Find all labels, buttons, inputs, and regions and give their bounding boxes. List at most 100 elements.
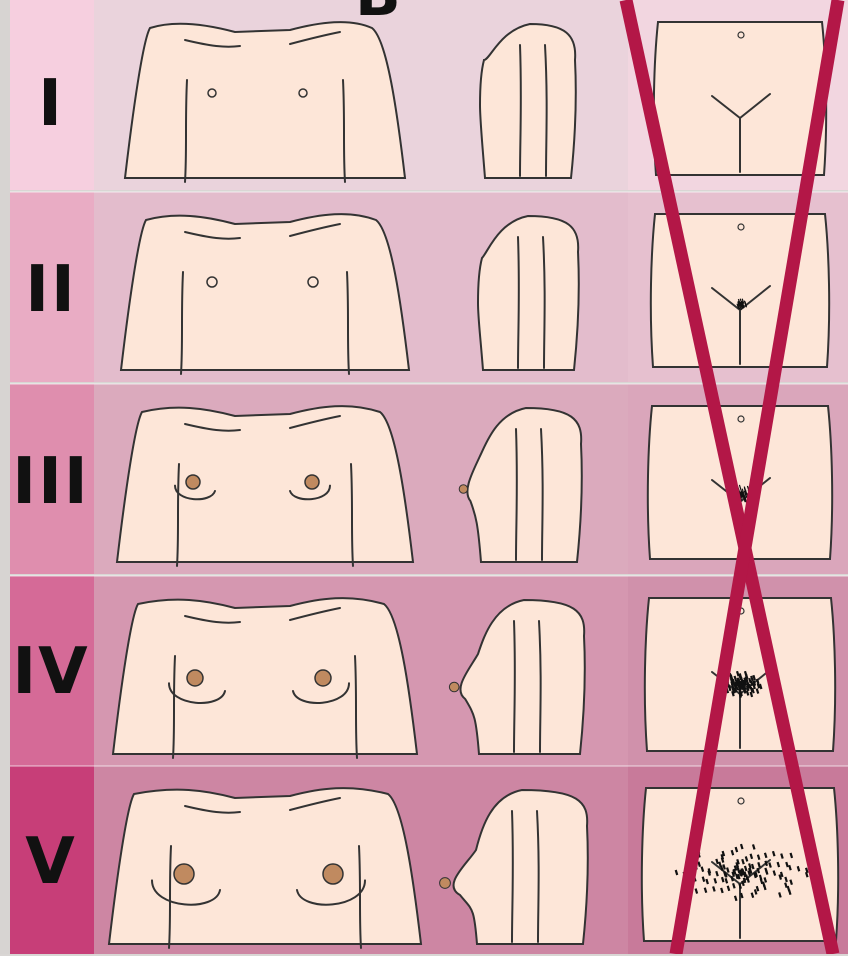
pubic-hair-stroke — [716, 871, 718, 876]
torso-body — [113, 598, 417, 754]
pubic-hair-stroke — [791, 853, 793, 858]
areola — [174, 864, 194, 884]
pubic-hair-stroke — [752, 893, 754, 898]
pubic-hair-stroke — [773, 851, 775, 856]
areola — [315, 670, 331, 686]
pubic-hair-stroke — [676, 870, 678, 875]
stage-label-1: I — [8, 10, 94, 198]
pubic-hair-stroke — [751, 854, 753, 859]
pubic-hair-stroke — [744, 688, 746, 693]
arm-line — [520, 45, 521, 176]
areola — [186, 475, 200, 489]
pubic-hair-stroke — [728, 886, 730, 891]
pubic-hair-stroke — [766, 870, 768, 875]
front-torso-drawing — [109, 788, 421, 948]
pubic-hair-stroke — [781, 854, 783, 859]
pubic-hair-stroke — [739, 884, 741, 889]
pubic-hair-stroke — [733, 688, 735, 693]
nipple — [440, 878, 451, 889]
pubic-hair-stroke — [738, 678, 740, 683]
arm-line — [514, 621, 515, 752]
pubic-hair-stroke — [744, 878, 746, 883]
pubic-hair-stroke — [751, 676, 753, 681]
torso-body — [121, 214, 409, 370]
pubic-hair-stroke — [752, 688, 754, 693]
pubic-hair-stroke — [739, 693, 741, 698]
front-torso-drawing — [121, 214, 409, 374]
pubic-hair-stroke — [781, 872, 783, 877]
pubic-hair-stroke — [755, 889, 757, 894]
navel — [738, 416, 744, 422]
pubic-hair-stroke — [757, 868, 759, 873]
areola — [308, 277, 318, 287]
pubic-hair-stroke — [746, 875, 748, 880]
front-torso-drawing — [117, 406, 413, 566]
pubic-hair-stroke — [750, 869, 752, 874]
pubic-area-drawing — [645, 598, 835, 751]
areola — [323, 864, 343, 884]
front-torso-drawing — [125, 22, 405, 182]
pubic-hair-stroke — [733, 883, 735, 888]
pubic-hair-stroke — [798, 866, 800, 871]
pubic-hair-stroke — [753, 675, 755, 680]
pubic-hair-stroke — [705, 888, 707, 893]
torso-body — [109, 788, 421, 944]
arm-line — [512, 811, 513, 942]
pubic-hair-stroke — [713, 886, 715, 891]
pubic-hair-stroke — [744, 872, 746, 877]
pubic-hair-stroke — [741, 893, 743, 898]
pubic-hair-stroke — [778, 862, 780, 867]
pubic-hair-stroke — [749, 863, 751, 868]
pubic-hair-stroke — [749, 684, 751, 689]
areola — [299, 89, 307, 97]
pubic-hair-stroke — [731, 678, 733, 683]
pubic-hair-stroke — [785, 877, 787, 882]
pubic-hair-stroke — [753, 844, 755, 849]
pubic-hair-stroke — [757, 886, 759, 891]
pubic-hair-stroke — [721, 888, 723, 893]
nipple — [449, 682, 459, 692]
torso-body — [125, 22, 405, 178]
pubic-hair-stroke — [765, 853, 767, 858]
pubic-hair-stroke — [734, 869, 736, 874]
pubic-hair-stroke — [726, 878, 728, 883]
pubic-hair-stroke — [709, 868, 711, 873]
pubic-hair-stroke — [735, 676, 737, 681]
pubic-hair-stroke — [779, 892, 781, 897]
pubic-hair-stroke — [746, 676, 748, 681]
arm-line — [516, 429, 517, 560]
pubic-hair-stroke — [765, 861, 767, 866]
header-letter: B — [355, 0, 401, 30]
pubic-hair-stroke — [741, 844, 743, 849]
pubic-hair-stroke — [727, 868, 729, 873]
areola — [208, 89, 216, 97]
pubic-hair-stroke — [719, 862, 721, 867]
pubic-hair-stroke — [752, 864, 754, 869]
pubic-hair-stroke — [788, 886, 790, 891]
pubic-hair-stroke — [758, 855, 760, 860]
pubic-hair-stroke — [742, 680, 744, 685]
pubic-hair-stroke — [742, 881, 744, 886]
navel — [738, 32, 744, 38]
pubic-hair-stroke — [731, 876, 733, 881]
areola — [187, 670, 203, 686]
pubic-hair-stroke — [703, 877, 705, 882]
navel — [738, 798, 744, 804]
pubic-hair-stroke — [749, 678, 751, 683]
pubic-hair-stroke — [763, 882, 765, 887]
areola — [207, 277, 217, 287]
stage-label-3: III — [8, 388, 94, 576]
pubic-hair-stroke — [785, 883, 787, 888]
pubic-hair-stroke — [761, 879, 763, 884]
navel — [738, 224, 744, 230]
pubic-hair-stroke — [724, 871, 726, 876]
pubic-hair-stroke — [735, 896, 737, 901]
pubic-hair-stroke — [751, 681, 753, 686]
pubic-area-drawing — [654, 22, 826, 175]
pubic-hair-stroke — [790, 880, 792, 885]
pubic-hair-stroke — [737, 865, 739, 870]
pubic-hair-stroke — [779, 875, 781, 880]
stage-label-2: II — [8, 196, 94, 384]
